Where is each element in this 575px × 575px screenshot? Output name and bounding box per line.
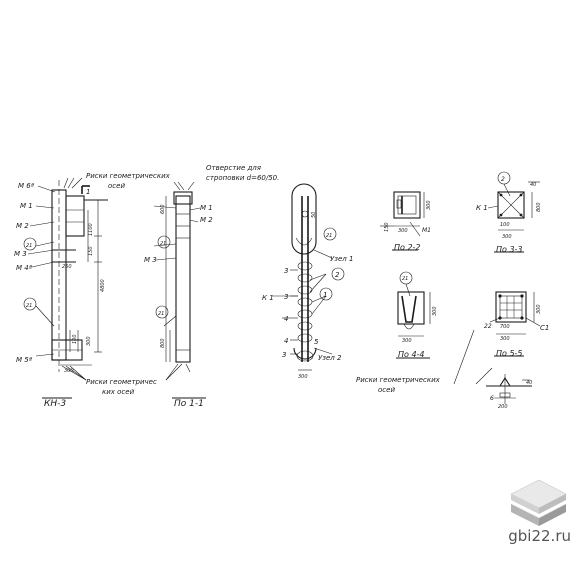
- section-2-2: [380, 191, 425, 251]
- cage-dim-50: 50: [311, 212, 317, 218]
- label-stropovki: строповки d=60/50.: [206, 174, 279, 182]
- label-osey-top: осей: [108, 182, 125, 190]
- section-1-1: [153, 181, 206, 399]
- callout-1-a: 1: [323, 291, 327, 299]
- s22-label-m1: М1: [422, 227, 431, 234]
- dim-100-a: 100: [72, 334, 78, 344]
- label-m2: М 2: [16, 222, 29, 230]
- label-riski-top: Риски геометрических: [86, 172, 171, 180]
- s55-label-c1: С1: [540, 324, 549, 332]
- label-uzel2: Узел 2: [318, 354, 342, 362]
- dim-300-b: 300: [64, 368, 74, 374]
- reinforcement-cage: [272, 183, 345, 371]
- s33-label-k1: К 1: [476, 204, 488, 212]
- callout-21-b: 21: [26, 303, 32, 309]
- s33-dim-100: 100: [500, 222, 510, 228]
- mark-5: 5: [314, 338, 319, 346]
- label-m6a: М 6ª: [18, 182, 35, 190]
- title-po55: По 5-5: [496, 349, 523, 358]
- label-m1-section: М 1: [200, 204, 213, 212]
- s44-dim-300-h: 300: [402, 338, 412, 344]
- dim-1100: 1100: [88, 223, 94, 236]
- dim-4800: 4800: [100, 279, 106, 292]
- s33-callout-2: 2: [501, 176, 505, 183]
- mark-4-b: 4: [284, 337, 288, 345]
- axis-dim-40: 40: [526, 380, 532, 386]
- s55-dim-300-h: 300: [500, 336, 510, 342]
- s55-dim-22: 22: [484, 323, 492, 330]
- callout-21-c: 21: [160, 241, 166, 247]
- dim-150-a: 150: [88, 246, 94, 256]
- dim-600: 600: [160, 204, 166, 214]
- s33-dim-800: 800: [536, 202, 542, 212]
- section-3-3: [487, 171, 540, 253]
- callout-21-d: 21: [158, 311, 164, 317]
- title-po33: По 3-3: [496, 245, 523, 254]
- title-po11: По 1-1: [174, 399, 204, 409]
- s44-dim-300-v: 300: [432, 306, 438, 316]
- dim-800-a: 800: [160, 338, 166, 348]
- s33-dim-40: 40: [530, 182, 536, 188]
- callout-21-e: 21: [326, 233, 332, 239]
- axis-dim-200: 200: [498, 404, 508, 410]
- label-kikh-osey: ких осей: [102, 388, 135, 396]
- label-riski-geom: Риски геометрических: [356, 376, 441, 384]
- brand-logo-icon: [510, 479, 567, 526]
- elevation-kn3: [23, 177, 108, 399]
- callout-21-a: 21: [26, 243, 32, 249]
- s55-dim-300-v: 300: [536, 304, 542, 314]
- axis-mark-detail: [453, 329, 532, 404]
- s22-dim-150: 150: [384, 222, 390, 232]
- label-osey-bottom: осей: [378, 386, 395, 394]
- label-m2-section: М 2: [200, 216, 213, 224]
- s22-dim-300-v: 300: [426, 200, 432, 210]
- label-m4a: М 4ª: [16, 264, 33, 272]
- label-otverstie: Отверстие для: [206, 164, 261, 172]
- label-k1-cage: К 1: [262, 294, 274, 302]
- cage-dim-300: 300: [298, 374, 308, 380]
- brand-name: gbi22.ru: [508, 527, 571, 545]
- axis-dim-6: 6: [490, 395, 494, 402]
- title-po44: По 4-4: [398, 350, 425, 359]
- title-po22: По 2-2: [394, 243, 421, 252]
- label-m5a: М 5ª: [16, 356, 33, 364]
- s33-dim-300: 300: [502, 234, 512, 240]
- callout-2-a: 2: [335, 271, 340, 279]
- title-kn3: КН-3: [44, 399, 66, 409]
- mark-4-a: 4: [284, 315, 288, 323]
- label-uzel1: Узел 1: [330, 255, 353, 263]
- mark-3-a: 3: [284, 267, 288, 275]
- label-m3: М 3: [14, 250, 27, 258]
- mark-3-c: 3: [282, 351, 286, 359]
- section-5-5: [489, 291, 541, 357]
- label-m3-section: М 3: [144, 256, 157, 264]
- dim-250: 250: [62, 264, 72, 270]
- label-riski-bottom: Риски геометричес: [86, 378, 157, 386]
- s44-callout-21: 21: [402, 276, 408, 282]
- s55-dim-700: 700: [500, 324, 510, 330]
- section-mark-1: 1: [86, 188, 90, 196]
- section-4-4: [396, 271, 431, 359]
- s22-dim-300-h: 300: [398, 228, 408, 234]
- dim-300-a: 300: [86, 336, 92, 346]
- label-m1: М 1: [20, 202, 33, 210]
- mark-3-b: 3: [284, 293, 288, 301]
